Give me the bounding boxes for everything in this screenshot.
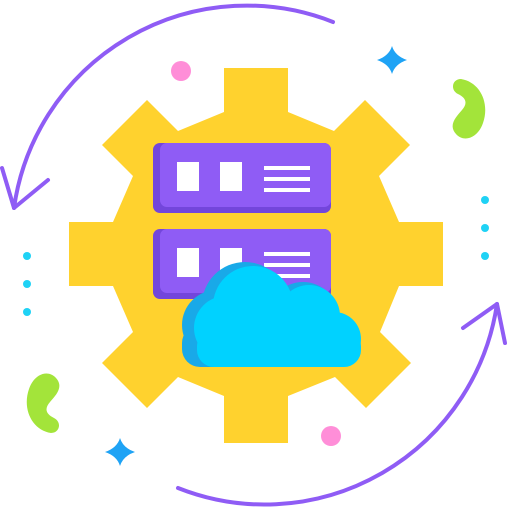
cloud-icon	[182, 262, 361, 367]
sync-arrow-bottom-right-icon	[176, 302, 499, 507]
arrowhead-top-left-icon	[0, 166, 50, 210]
dots-right-icon	[481, 196, 489, 260]
pink-dot-top-icon	[171, 61, 191, 81]
sparkle-bottom-left-icon	[105, 438, 135, 466]
server-unit-top-icon	[153, 143, 331, 213]
sync-arrow-top-left-icon	[12, 3, 335, 210]
sparkle-top-right-icon	[377, 46, 407, 74]
sync-arrows	[0, 3, 507, 507]
dots-left-icon	[23, 252, 31, 316]
arrowhead-bottom-right-icon	[461, 302, 507, 345]
green-bean-bottom-left-icon	[26, 373, 60, 433]
decorations	[23, 46, 489, 466]
green-bean-top-right-icon	[452, 79, 486, 139]
pink-dot-bottom-icon	[321, 426, 341, 446]
